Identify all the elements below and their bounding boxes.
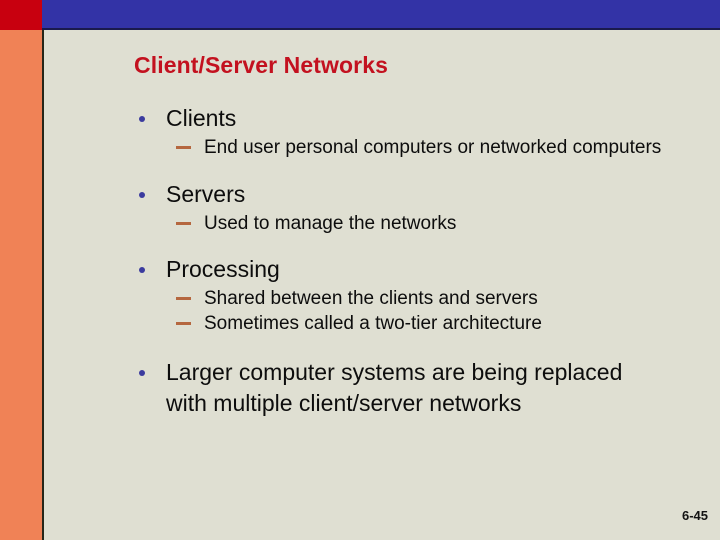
bullet-level2-processing-1: Sometimes called a two-tier architecture bbox=[132, 311, 692, 336]
bullet-level1-servers: Servers bbox=[132, 180, 692, 209]
bullet-level1-processing: Processing bbox=[132, 255, 692, 284]
bullet-level1-label-line2: with multiple client/server networks bbox=[166, 390, 522, 416]
bullet-group-processing: Processing Shared between the clients an… bbox=[132, 255, 692, 336]
bullet-level1-larger-systems: Larger computer systems are being replac… bbox=[132, 358, 692, 387]
page-number: 6-45 bbox=[681, 508, 708, 523]
bullet-level1-label: Clients bbox=[166, 105, 237, 131]
bullet-level1-label: Processing bbox=[166, 256, 280, 282]
spacer-1 bbox=[132, 160, 692, 180]
dash-marker-icon bbox=[176, 297, 191, 300]
dash-marker-icon bbox=[176, 146, 191, 149]
bullet-group-servers: Servers Used to manage the networks bbox=[132, 180, 692, 236]
spacer-2 bbox=[132, 236, 692, 255]
dash-marker-icon bbox=[176, 322, 191, 325]
bullet-dot-icon bbox=[139, 116, 145, 122]
left-accent-sidebar bbox=[0, 30, 42, 540]
bullet-level2-processing-0: Shared between the clients and servers bbox=[132, 286, 692, 311]
bullet-dot-icon bbox=[139, 267, 145, 273]
bullet-level1-label: Servers bbox=[166, 181, 246, 207]
bullet-level2-label: Shared between the clients and servers bbox=[204, 288, 538, 309]
slide-body: Clients End user personal computers or n… bbox=[132, 104, 692, 420]
slide-title: Client/Server Networks bbox=[134, 52, 389, 78]
bullet-group-clients: Clients End user personal computers or n… bbox=[132, 104, 692, 160]
bullet-dot-icon bbox=[139, 370, 145, 376]
bullet-group-larger-systems: Larger computer systems are being replac… bbox=[132, 358, 692, 418]
bullet-level2-label: Sometimes called a two-tier architecture bbox=[204, 313, 542, 334]
bullet-level1-label: Larger computer systems are being replac… bbox=[166, 359, 623, 385]
corner-accent-block bbox=[0, 0, 42, 30]
bullet-level1-clients: Clients bbox=[132, 104, 692, 133]
top-banner-bar bbox=[42, 0, 720, 30]
bullet-dot-icon bbox=[139, 192, 145, 198]
spacer-3 bbox=[132, 336, 692, 358]
sidebar-divider-line bbox=[42, 30, 44, 540]
dash-marker-icon bbox=[176, 222, 191, 225]
bullet-level2-label: Used to manage the networks bbox=[204, 213, 457, 234]
bullet-level2-label: End user personal computers or networked… bbox=[204, 137, 662, 158]
bullet-level2-clients-0: End user personal computers or networked… bbox=[132, 135, 692, 160]
bullet-level1-larger-systems-continued: with multiple client/server networks bbox=[132, 389, 692, 418]
bullet-level2-servers-0: Used to manage the networks bbox=[132, 211, 692, 236]
